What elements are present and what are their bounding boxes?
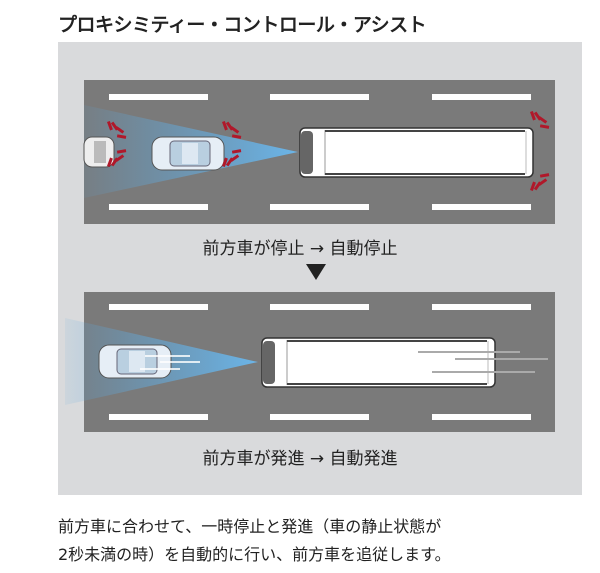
- description-line-1: 前方車に合わせて、一時停止と発進（車の静止状態が: [58, 517, 442, 536]
- page-title: プロキシミティー・コントロール・アシスト: [58, 14, 427, 36]
- lane-markings: [109, 304, 531, 420]
- motion-lines: [418, 351, 548, 373]
- caption-start: 前方車が発進 → 自動発進: [202, 449, 398, 469]
- description-line-2: 2秒未満の時）を自動的に行い、前方車を追従します。: [58, 545, 451, 564]
- motion-lines: [140, 355, 200, 370]
- lane-markings: [109, 94, 531, 210]
- down-arrow-icon: [306, 264, 326, 280]
- road-scene-start: [65, 292, 555, 432]
- leading-van: [261, 337, 496, 388]
- following-car-rear: [83, 136, 115, 168]
- own-vehicle: [151, 136, 225, 171]
- road-scene-stop: [83, 80, 555, 224]
- caption-stop: 前方車が停止 → 自動停止: [202, 239, 398, 259]
- leading-van: [299, 127, 534, 178]
